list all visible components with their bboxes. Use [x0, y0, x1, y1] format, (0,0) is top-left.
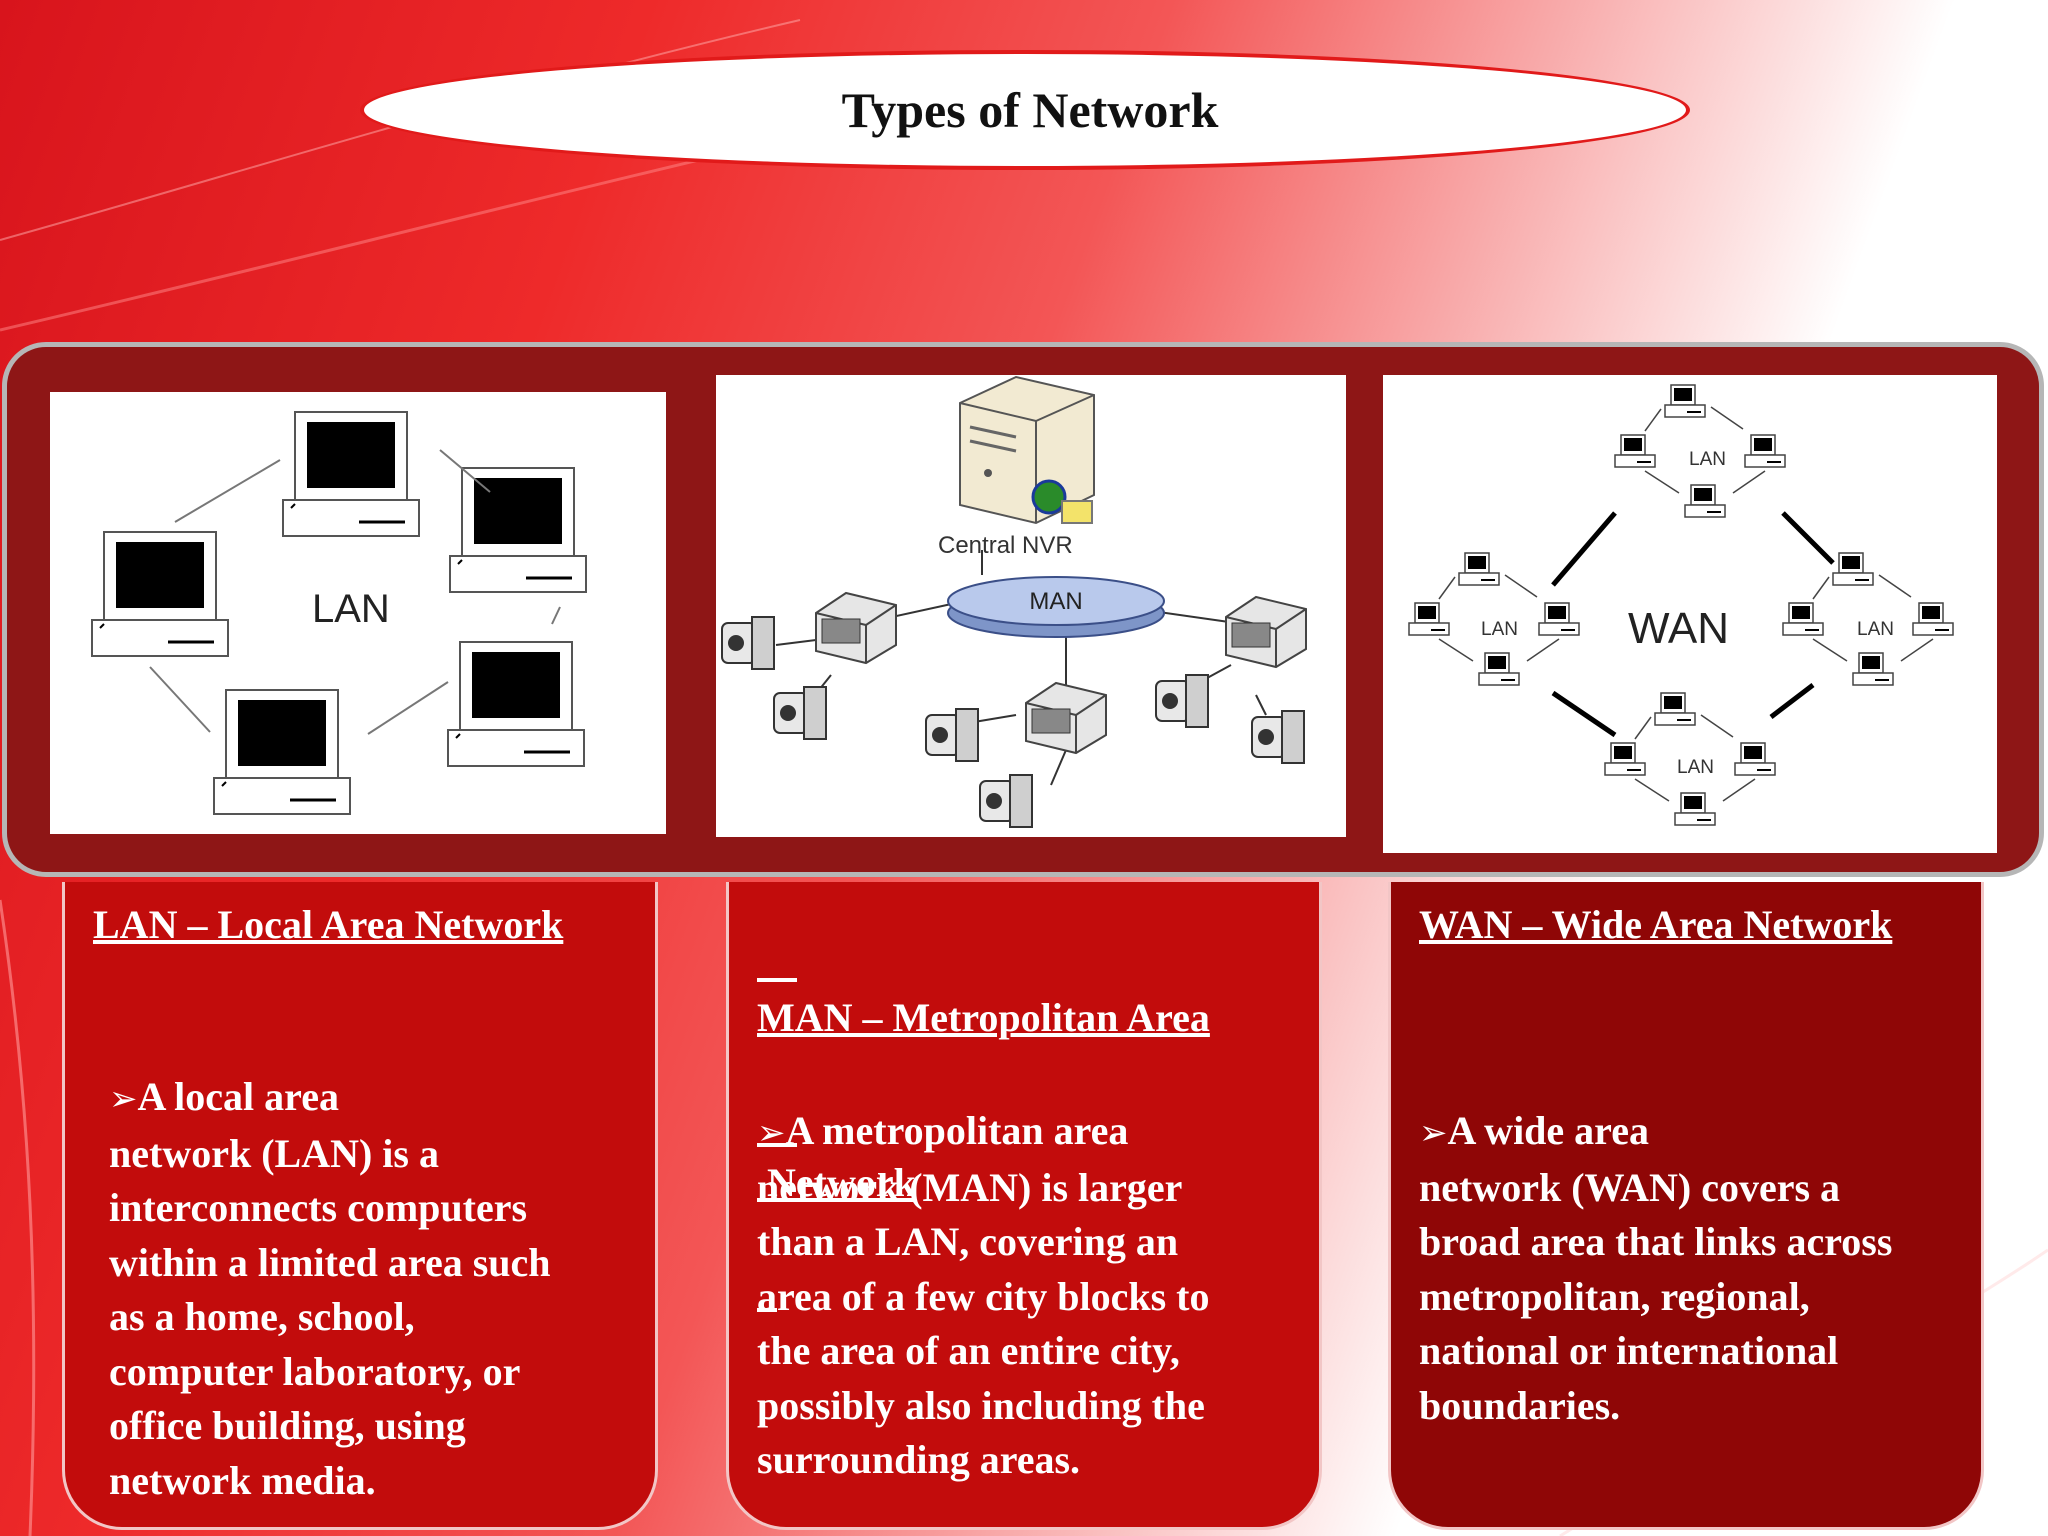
lan-diagram: LAN [50, 392, 666, 834]
wan-card-title: WAN – Wide Area Network [1419, 902, 1893, 947]
man-server-label: Central NVR [938, 532, 1073, 559]
folder-icon [1061, 500, 1093, 524]
computer-icon [212, 688, 352, 816]
computer-icon [446, 640, 586, 768]
camera-icon [979, 774, 1033, 828]
camera-icon [1155, 674, 1209, 728]
switch-icon [1225, 596, 1307, 668]
man-hub-label: MAN [1029, 588, 1082, 615]
lan-center-label: LAN [312, 587, 390, 631]
man-card-title: MAN – Metropolitan Area Network [757, 995, 1210, 1205]
bullet-arrow-icon: ➢ [757, 1113, 786, 1153]
camera-icon [721, 616, 775, 670]
man-hub [947, 576, 1165, 626]
computer-icon [281, 410, 421, 538]
slide-title: Types of Network [841, 82, 1219, 138]
title-oval: Types of Network [360, 50, 1690, 170]
camera-icon [773, 686, 827, 740]
man-card-body: ➢A metropolitan area network (MAN) is la… [757, 1108, 1210, 1482]
lan-card: LAN – Local Area Network ➢A local area n… [62, 882, 658, 1530]
globe-icon [1031, 479, 1067, 515]
computer-icon [90, 530, 230, 658]
wan-card-body: ➢A wide area network (WAN) covers a broa… [1419, 1108, 1893, 1428]
wan-diagram: LAN LAN LAN LAN WAN [1383, 375, 1997, 853]
wan-center-label: WAN [1628, 604, 1729, 653]
man-card: MAN – Metropolitan Area Network ➢A metro… [726, 882, 1322, 1530]
switch-icon [1025, 682, 1107, 754]
lan-card-body: ➢A local area network (LAN) is a interco… [109, 1074, 551, 1503]
man-diagram: Central NVR MAN [716, 375, 1346, 837]
wan-card: WAN – Wide Area Network ➢A wide area net… [1388, 882, 1984, 1530]
bullet-arrow-icon: ➢ [1419, 1113, 1448, 1153]
wan-cluster-label: LAN [1677, 757, 1714, 778]
computer-icon [448, 466, 588, 594]
lan-card-title: LAN – Local Area Network [93, 902, 564, 947]
wan-cluster-label: LAN [1689, 449, 1726, 470]
camera-icon [925, 708, 979, 762]
bullet-arrow-icon: ➢ [109, 1079, 138, 1119]
switch-icon [815, 592, 897, 664]
wan-cluster-label: LAN [1857, 619, 1894, 640]
camera-icon [1251, 710, 1305, 764]
wan-cluster-label: LAN [1481, 619, 1518, 640]
